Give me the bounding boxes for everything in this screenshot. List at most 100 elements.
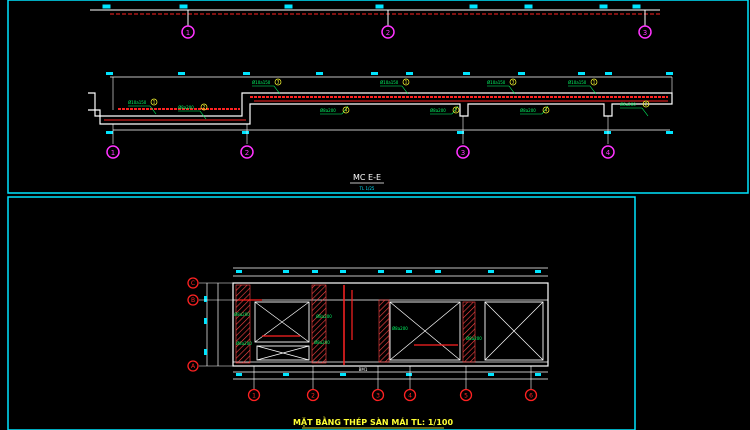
beam-label: Ø8a200 bbox=[466, 336, 482, 341]
axis-label: 6 bbox=[529, 393, 533, 400]
axis-label: 4 bbox=[408, 393, 412, 400]
center-label: BM1 bbox=[359, 367, 368, 372]
bar-label: Ø10a150 bbox=[380, 80, 399, 85]
slab-panels bbox=[254, 301, 544, 361]
axis-marker: C bbox=[187, 277, 233, 289]
bar-mark bbox=[274, 78, 282, 86]
axis-bubble bbox=[524, 388, 538, 402]
axis-bubble bbox=[601, 145, 615, 159]
slab-outline bbox=[88, 92, 673, 125]
beam-label: Ø8a200 bbox=[316, 314, 332, 319]
axis-label: B bbox=[191, 297, 195, 304]
bar-mark bbox=[200, 103, 208, 111]
axis-bubble bbox=[459, 388, 473, 402]
axis-bubble bbox=[403, 388, 417, 402]
axis-bubble bbox=[306, 388, 320, 402]
hatched-beam bbox=[235, 284, 251, 364]
bar-label: Ø8a200 bbox=[320, 108, 336, 113]
axis-marker: 1 bbox=[247, 366, 261, 402]
beam-label: Ø8a200 bbox=[392, 326, 408, 331]
bar-number: 1 bbox=[593, 80, 596, 85]
axis-marker: 5 bbox=[459, 366, 473, 402]
axis-marker: 6 bbox=[524, 366, 538, 402]
axis-label: C bbox=[191, 280, 195, 287]
bar-label: Ø8a200 bbox=[620, 102, 636, 107]
section-title: MC E-E bbox=[353, 173, 381, 182]
bar-mark bbox=[452, 106, 460, 114]
bar-number: 3 bbox=[277, 80, 280, 85]
axis-bubble bbox=[240, 145, 254, 159]
hatched-beam bbox=[462, 301, 476, 363]
axis-label: 1 bbox=[186, 29, 190, 37]
bar-number: 3 bbox=[512, 80, 515, 85]
axis-label: 2 bbox=[311, 393, 315, 400]
axis-marker: 3 bbox=[456, 145, 470, 159]
axis-marker: 3 bbox=[371, 366, 385, 402]
axis-label: 5 bbox=[464, 393, 468, 400]
axis-marker: 4 bbox=[403, 366, 417, 402]
section-frame bbox=[7, 0, 749, 194]
plan-outline bbox=[232, 282, 549, 367]
bar-number: 2 bbox=[455, 108, 458, 113]
beam-label: Ø8a200 bbox=[314, 340, 330, 345]
slab-panel bbox=[256, 345, 310, 361]
plan-title: MẶT BẰNG THÉP SÀN MÁI TL: 1/100 bbox=[293, 415, 454, 427]
axis-marker: 1 bbox=[106, 145, 120, 159]
top-strip: 1 2 3 bbox=[90, 4, 660, 39]
bar-label: Ø8a200 bbox=[178, 105, 194, 110]
axis-label: A bbox=[191, 363, 196, 370]
bar-number: 4 bbox=[545, 108, 548, 113]
axis-bubble bbox=[381, 25, 395, 39]
bar-mark bbox=[542, 106, 550, 114]
slab-panel bbox=[254, 301, 310, 343]
bar-label: Ø10a150 bbox=[128, 100, 147, 105]
axis-label: 4 bbox=[606, 149, 611, 157]
axis-label: 3 bbox=[643, 29, 647, 37]
bar-callout: Ø8a200 4 bbox=[520, 105, 550, 115]
axis-label: 1 bbox=[111, 149, 115, 157]
axis-label: 1 bbox=[252, 393, 256, 400]
section-scale: TL 1/25 bbox=[359, 186, 375, 191]
bar-number: 4 bbox=[345, 108, 348, 113]
hatched-beam bbox=[378, 299, 390, 363]
beam-label: Ø8a200 bbox=[234, 312, 250, 317]
axis-marker: A bbox=[187, 360, 233, 372]
axis-bubble bbox=[106, 145, 120, 159]
bar-number: 1 bbox=[153, 100, 156, 105]
bar-callout: Ø8a200 2 bbox=[178, 103, 208, 120]
bar-label: Ø8a200 bbox=[430, 108, 446, 113]
axis-bubble bbox=[187, 360, 199, 372]
axis-marker: 2 bbox=[240, 145, 254, 159]
slab-panel bbox=[389, 301, 461, 361]
axis-label: 3 bbox=[376, 393, 380, 400]
axis-bubble bbox=[187, 277, 199, 289]
bar-mark bbox=[590, 78, 598, 86]
axis-bubble bbox=[456, 145, 470, 159]
axis-bubble bbox=[638, 25, 652, 39]
bar-mark bbox=[342, 106, 350, 114]
axis-bubble bbox=[247, 388, 261, 402]
axis-marker: 4 bbox=[601, 145, 615, 159]
bar-mark bbox=[509, 78, 517, 86]
beam-label: Ø8a200 bbox=[236, 341, 252, 346]
hatched-beam bbox=[311, 284, 327, 364]
axis-marker: B bbox=[187, 294, 233, 306]
bar-mark bbox=[642, 100, 650, 108]
plan-frame bbox=[7, 196, 636, 430]
axis-marker: 2 bbox=[306, 366, 320, 402]
axis-label: 2 bbox=[245, 149, 249, 157]
bar-number: 2 bbox=[645, 102, 648, 107]
bar-number: 2 bbox=[203, 105, 206, 110]
axis-label: 2 bbox=[386, 29, 390, 37]
axis-bubble bbox=[371, 388, 385, 402]
bar-label: Ø8a200 bbox=[520, 108, 536, 113]
